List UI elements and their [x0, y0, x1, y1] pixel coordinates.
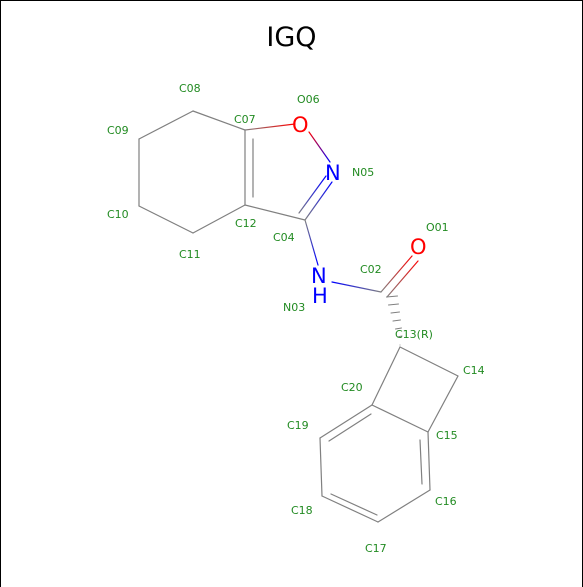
atom-n03-symbol: N — [311, 264, 327, 288]
bond-c13-c14 — [399, 346, 459, 377]
atom-label-c04: C04 — [273, 231, 295, 244]
bond-c20-c19 — [319, 404, 373, 439]
bond-c18-c17 — [321, 495, 379, 523]
bond-c07-o06 — [244, 123, 296, 131]
atom-label-c20: C20 — [341, 381, 363, 394]
bond-c20-c13 — [371, 346, 401, 406]
atom-label-c12: C12 — [235, 217, 257, 230]
bond-c04-n03 — [304, 219, 319, 266]
atom-label-c18: C18 — [291, 504, 313, 517]
atom-n05-symbol: N — [325, 161, 341, 185]
atom-label-c07: C07 — [234, 113, 256, 126]
molecule-title: IGQ — [266, 22, 317, 53]
atom-n03-hydrogen: H — [312, 284, 328, 308]
atom-label-c10: C10 — [107, 208, 129, 221]
bond-c16-c15-inner — [419, 439, 423, 485]
atom-label-n03: N03 — [283, 301, 305, 314]
bond-c02-o01-inner — [386, 260, 419, 298]
atom-label-c02: C02 — [360, 263, 382, 276]
bond-c02-o01 — [380, 255, 413, 293]
bonds — [138, 110, 459, 523]
bond-c11-c12 — [192, 204, 246, 234]
atom-labels: C08 O06 C07 C09 N05 C10 C12 C04 O01 C11 … — [107, 82, 485, 555]
atom-o06-symbol: O — [292, 113, 309, 137]
atom-label-c19: C19 — [287, 419, 309, 432]
heteroatom-symbols: O N N H O — [292, 113, 427, 308]
bond-c16-c15 — [427, 431, 431, 491]
bond-c17-c16 — [377, 489, 431, 523]
atom-label-c11: C11 — [179, 248, 201, 261]
bond-n05-c04-inner — [298, 175, 327, 214]
bond-c10-c11 — [138, 205, 194, 234]
atom-label-c08: C08 — [179, 82, 201, 95]
bond-n05-c04 — [304, 181, 333, 221]
bond-c08-c09 — [138, 110, 194, 140]
bond-c14-c15 — [427, 375, 459, 433]
atom-o01-symbol: O — [410, 235, 427, 259]
bond-c18-c17-inner — [330, 493, 378, 516]
atom-label-c13: C13(R) — [395, 328, 433, 341]
atom-label-c15: C15 — [436, 429, 458, 442]
bond-c19-c18 — [319, 437, 323, 497]
atom-label-c09: C09 — [107, 124, 129, 137]
bond-c13-c02-hashed — [386, 295, 403, 346]
atom-label-o06: O06 — [297, 93, 320, 106]
bond-c20-c19-inner — [328, 413, 372, 442]
bond-n03-c02 — [331, 281, 382, 293]
bond-c15-c20 — [371, 404, 429, 433]
atom-label-o01: O01 — [426, 221, 449, 234]
atom-label-c14: C14 — [463, 364, 485, 377]
bond-c08-c07 — [192, 110, 246, 131]
bond-o06-n05 — [308, 131, 331, 163]
atom-label-n05: N05 — [352, 166, 374, 179]
atom-label-c17: C17 — [365, 542, 387, 555]
bond-c04-c12 — [244, 204, 306, 221]
atom-label-c16: C16 — [435, 495, 457, 508]
